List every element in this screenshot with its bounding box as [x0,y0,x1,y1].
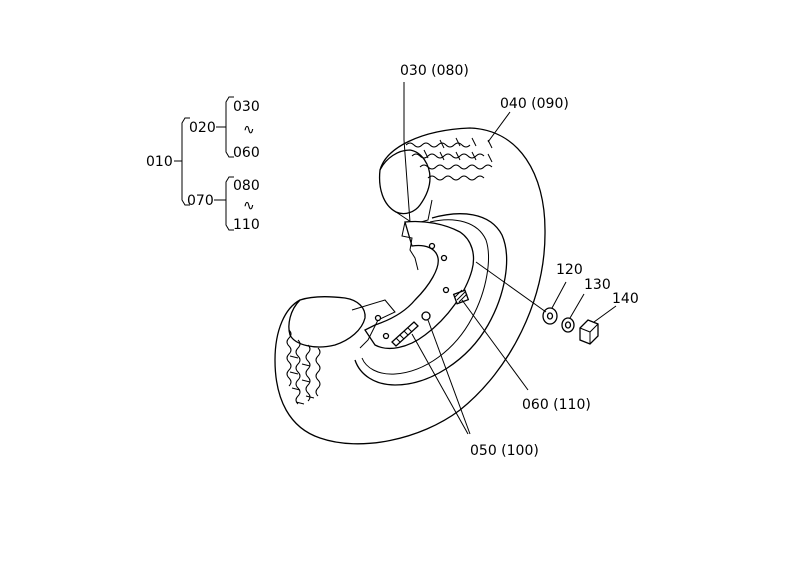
leader-040 [487,111,511,143]
leader-120 [551,281,567,309]
tire-outer-outline [274,127,546,445]
tree-a-first-label: 030 [233,99,260,115]
tree-node-a-bracket [225,96,234,158]
rim-edge-line [361,219,489,375]
tire-top-cut-edge [395,199,433,225]
stud-nut [421,311,431,321]
rim-tab-bottom [351,299,396,349]
leader-lines [403,82,617,435]
wheel-assembly [274,127,546,445]
callout-130: 130 [584,277,611,293]
rim-bolt-hole-5 [374,314,382,322]
tree-a-range-symbol: ∿ [243,122,255,138]
tread-pattern-top [405,137,493,181]
nut-140-edges [579,323,599,344]
callout-140: 140 [612,291,639,307]
tree-root-label: 010 [146,154,173,170]
callout-050: 050 (100) [470,443,539,459]
tree-node-b-label: 070 [187,193,214,209]
callout-060: 060 (110) [522,397,591,413]
fasteners [542,307,599,345]
leader-axis [475,261,547,313]
callout-120: 120 [556,262,583,278]
tree-node-b-bracket [225,176,234,231]
callout-040: 040 (090) [500,96,569,112]
wheel-stud [391,321,419,347]
valve-plate-hatch [454,289,468,303]
leader-140 [593,305,617,323]
washer-130-hole [564,321,572,329]
rim-bolt-hole-1 [428,242,436,250]
callout-labels: 030 (080) 040 (090) 050 (100) 060 (110) … [400,63,639,459]
assembly-tree: 010 020 030 ∿ 060 070 080 ∿ 110 [146,96,260,233]
rim-tab-top [401,221,419,271]
tree-b-first-label: 080 [233,178,260,194]
rim-bolt-hole-3 [442,286,450,294]
leader-050-b [427,319,471,435]
rim-disc [364,220,475,349]
tire-bottom-section [288,296,366,348]
leader-050-a [411,333,469,435]
leader-030 [403,82,411,223]
rim-bolt-hole-2 [440,254,448,262]
tread-pattern-bottom [286,329,321,405]
tree-b-last-label: 110 [233,217,260,233]
leader-130 [569,293,585,319]
tree-node-a-label: 020 [189,120,216,136]
washer-120-hole [546,312,554,320]
tree-main-bracket [181,117,190,206]
callout-030: 030 (080) [400,63,469,79]
rim-bolt-hole-4 [382,332,390,340]
tree-b-range-symbol: ∿ [243,198,255,214]
tree-a-last-label: 060 [233,145,260,161]
tire-inner-outline [354,213,508,386]
tire-top-section [378,149,431,215]
leader-060 [461,299,529,391]
